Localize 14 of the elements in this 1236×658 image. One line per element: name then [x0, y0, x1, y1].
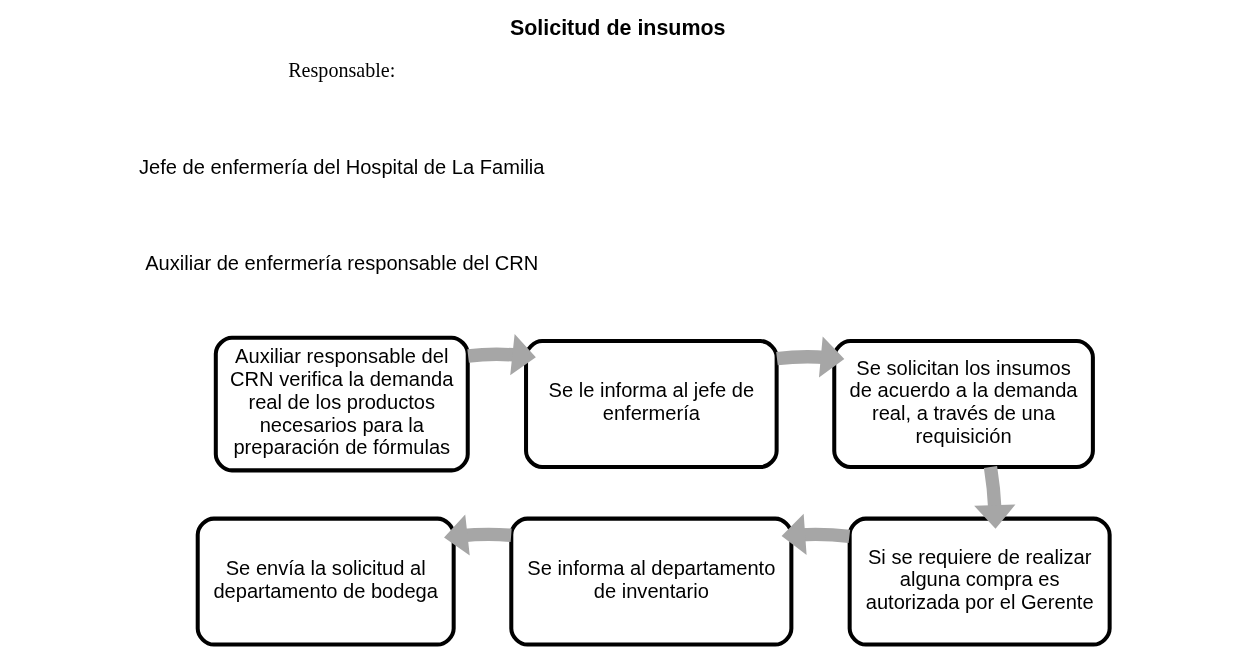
arrow: [775, 336, 844, 378]
arrow: [443, 514, 512, 556]
node-box: Se informa al departamento de inventario: [508, 516, 793, 647]
diagram-title: Solicitud de insumos: [509, 15, 726, 40]
arrow: [466, 334, 536, 376]
node-box: Auxiliar responsable del CRN verifica la demanda real de los productos necesarios para la preparación de fórmulas: [213, 335, 470, 473]
node-box: Se solicitan los insumos de acuerdo a la demanda real, a través de una requisición: [831, 339, 1095, 470]
arrow: [973, 466, 1015, 529]
label: Responsable:: [287, 59, 395, 82]
label: Jefe de enfermería del Hospital de La Familia: [138, 155, 544, 178]
node-box: Si se requiere de realizar alguna compra es autorizada por el Gerente: [847, 516, 1112, 647]
node-box: Se envía la solicitud al departamento de bodega: [195, 516, 456, 647]
label: Auxiliar de enfermería responsable del CRN: [144, 252, 538, 275]
node-box: Se le informa al jefe de enfermería: [523, 339, 779, 470]
